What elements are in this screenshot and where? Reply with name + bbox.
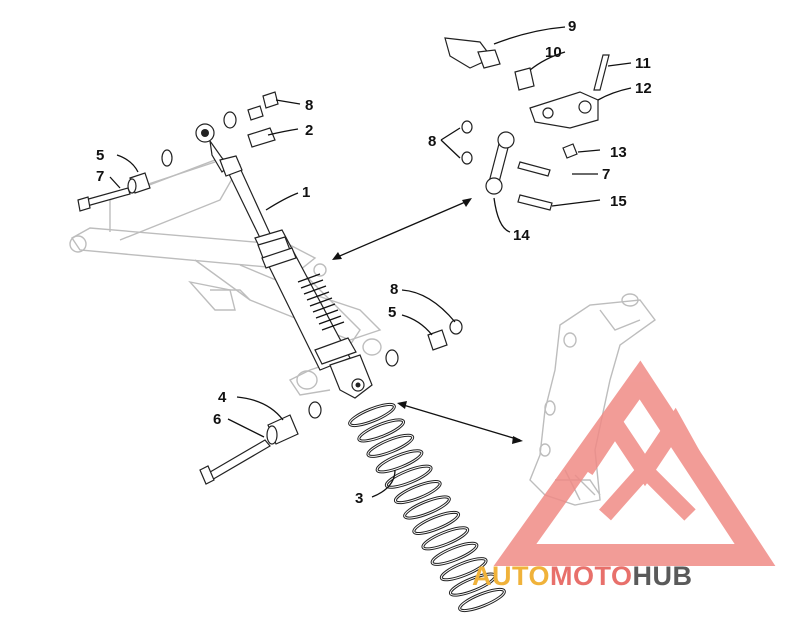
watermark-logo [493,360,776,566]
spring-coil-highlight [367,434,414,457]
svg-text:AUTOMOTOHUB: AUTOMOTOHUB [472,561,693,591]
callout-3: 3 [355,490,363,507]
leader-lines [109,26,632,498]
callout-15: 15 [610,193,627,210]
watermark-wordmark: AUTOMOTOHUB [472,561,693,591]
callout-11: 11 [635,55,651,72]
spring-coil-highlight [459,588,505,612]
callout-4: 4 [218,389,227,406]
watermark-moto: MOTO [550,561,633,591]
callout-8-right: 8 [428,133,436,150]
shock-threads [297,273,345,331]
callout-7-upper: 7 [96,168,104,185]
spring-coil-highlight [394,481,441,504]
lower-mount-hardware [199,319,463,485]
callout-13: 13 [610,144,627,161]
upper-mount-hardware [77,91,279,212]
spring-coil-highlight [404,496,450,519]
callout-9: 9 [568,18,576,35]
spring-coil-highlight [440,558,487,581]
callout-labels: 1 2 3 4 5 5 6 7 7 8 8 8 9 10 11 12 13 14… [96,18,652,507]
callout-10: 10 [545,44,562,61]
sway-link-hardware [444,37,610,211]
spring-coil-highlight [385,465,432,488]
spring-coil-highlight [358,419,405,442]
spring-coil-highlight [413,511,460,534]
callout-5-lower: 5 [388,304,396,321]
spring-coil-highlight [422,527,469,550]
coil-spring [348,402,506,613]
callout-8-mid: 8 [390,281,398,298]
spring-coil-highlight [431,542,478,565]
callout-6: 6 [213,411,221,428]
callout-2: 2 [305,122,313,139]
spring-coil-highlight [449,573,496,596]
spring-coil-highlight [349,403,395,427]
callout-1: 1 [302,184,310,201]
callout-12: 12 [635,80,652,97]
watermark-auto: AUTO [472,561,550,591]
watermark-hub: HUB [633,561,693,591]
assembly-arrows [332,198,523,444]
shock-absorber [195,123,373,399]
callout-14: 14 [513,227,530,244]
callout-5-upper: 5 [96,147,104,164]
spring-coil-highlight [376,450,423,473]
callout-7-right: 7 [602,166,610,183]
callout-8-top: 8 [305,97,313,114]
